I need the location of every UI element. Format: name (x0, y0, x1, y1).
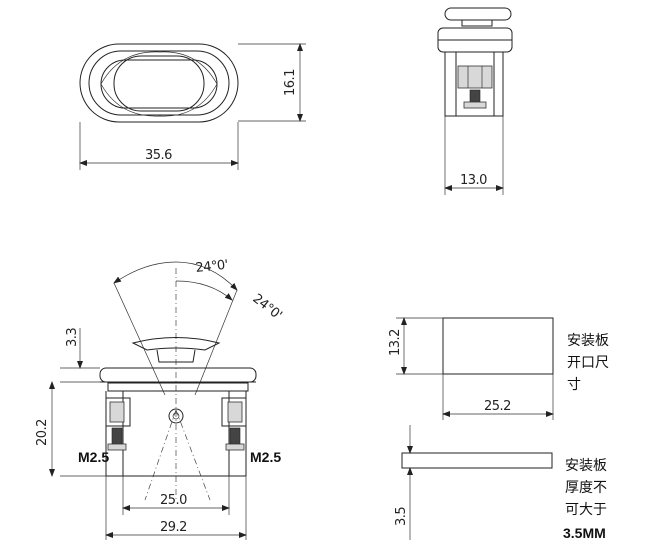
dim-29-2: 29.2 (160, 520, 187, 535)
cutout-note-line-1: 安装板 (567, 333, 609, 349)
front-view: 24°0' 24°0' 3.3 (35, 258, 284, 540)
dim-side-width: 13.0 (460, 173, 487, 188)
dim-cut-height: 13.2 (388, 329, 403, 356)
thickness-note-line-1: 安装板 (565, 458, 607, 474)
thickness-note-line-3: 可大于 (565, 502, 607, 518)
dim-angle-1: 24°0' (195, 258, 229, 276)
dim-3-3: 3.3 (65, 328, 80, 347)
dim-width-top: 35.6 (145, 148, 172, 163)
thickness-note-value: 3.5MM (563, 525, 606, 541)
cutout-note-line-3: 寸 (567, 377, 581, 393)
thickness-note-line-2: 厚度不 (565, 480, 607, 496)
dim-25-0: 25.0 (160, 493, 187, 508)
dim-cut-width: 25.2 (484, 399, 511, 414)
dim-panel-thick: 3.5 (394, 507, 409, 526)
dim-angle-2: 24°0' (250, 291, 285, 323)
panel-thickness-view: 3.5 安装板 厚度不 可大于 3.5MM (394, 425, 607, 541)
screw-label-right: M2.5 (250, 449, 281, 465)
dim-20-2: 20.2 (35, 419, 50, 446)
cutout-note-line-2: 开口尺 (567, 355, 609, 371)
dim-height-top: 16.1 (283, 69, 298, 96)
side-view: 13.0 (437, 7, 513, 195)
top-view: 35.6 16.1 (79, 43, 306, 170)
panel-cutout-view: 13.2 25.2 安装板 开口尺 寸 (388, 317, 609, 420)
screw-label-left: M2.5 (78, 449, 109, 465)
